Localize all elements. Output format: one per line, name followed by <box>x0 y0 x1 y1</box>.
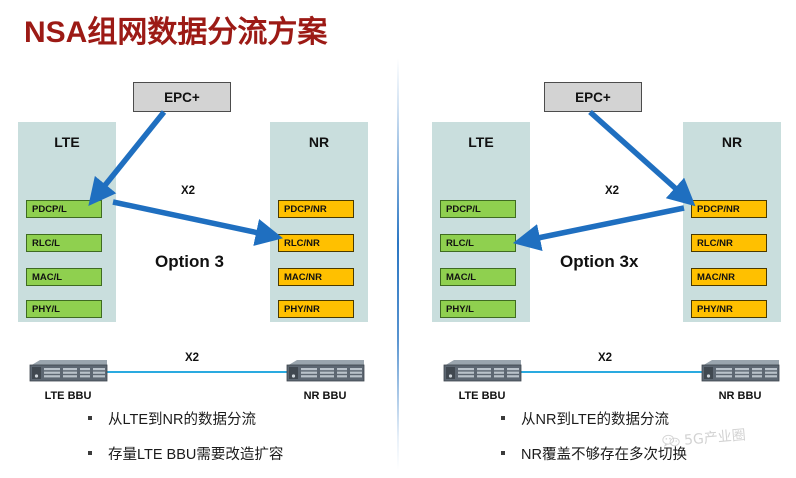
lte-layer-pdcp: PDCP/L <box>26 200 102 218</box>
nr-column-title: NR <box>721 134 743 150</box>
lte-layer-rlc: RLC/L <box>440 234 516 252</box>
bbu-x2-link <box>513 371 709 373</box>
nr-column-title: NR <box>308 134 330 150</box>
x2-label: X2 <box>181 185 196 197</box>
epc-box: EPC+ <box>544 82 642 112</box>
nr-layer-pdcp: PDCP/NR <box>691 200 767 218</box>
lte-layer-rlc: RLC/L <box>26 234 102 252</box>
bbu-chassis-icon <box>443 360 522 382</box>
nr-column: NR PDCP/NR RLC/NR MAC/NR PHY/NR <box>683 122 781 322</box>
lte-layer-pdcp: PDCP/L <box>440 200 516 218</box>
nr-layer-rlc: RLC/NR <box>691 234 767 252</box>
option-label: Option 3 <box>155 252 224 271</box>
list-item: 从NR到LTE的数据分流 <box>495 408 687 429</box>
panel-option3x: EPC+ LTE PDCP/L RLC/L MAC/L PHY/L NR PDC… <box>400 60 796 477</box>
nr-layer-rlc: RLC/NR <box>278 234 354 252</box>
lte-bbu-label: LTE BBU <box>458 390 506 402</box>
lte-column-title: LTE <box>468 134 494 150</box>
bbu-chassis-icon <box>29 360 108 382</box>
option-label: Option 3x <box>560 252 639 271</box>
lte-layer-mac: MAC/L <box>26 268 102 286</box>
list-item: NR覆盖不够存在多次切换 <box>495 443 687 464</box>
lte-bbu-label: LTE BBU <box>44 390 92 402</box>
list-item: 存量LTE BBU需要改造扩容 <box>82 443 283 464</box>
lte-column: LTE PDCP/L RLC/L MAC/L PHY/L <box>18 122 116 322</box>
lte-layer-phy: PHY/L <box>26 300 102 318</box>
bullet-list: 从NR到LTE的数据分流 NR覆盖不够存在多次切换 <box>495 408 687 478</box>
lte-layer-phy: PHY/L <box>440 300 516 318</box>
lte-bbu-unit: LTE BBU <box>28 358 108 402</box>
nr-layer-mac: MAC/NR <box>691 268 767 286</box>
nr-layer-phy: PHY/NR <box>278 300 354 318</box>
watermark: 5G产业圈 <box>661 424 746 451</box>
nr-bbu-label: NR BBU <box>718 390 762 402</box>
nr-layer-pdcp: PDCP/NR <box>278 200 354 218</box>
bbu-x2-label: X2 <box>185 352 200 364</box>
nr-bbu-label: NR BBU <box>303 390 347 402</box>
nr-column: NR PDCP/NR RLC/NR MAC/NR PHY/NR <box>270 122 368 322</box>
nr-bbu-unit: NR BBU <box>285 358 365 402</box>
panel-option3: EPC+ LTE PDCP/L RLC/L MAC/L PHY/L NR PDC… <box>0 60 396 477</box>
nr-bbu-unit: NR BBU <box>700 358 780 402</box>
x2-label: X2 <box>605 185 620 197</box>
lte-column: LTE PDCP/L RLC/L MAC/L PHY/L <box>432 122 530 322</box>
nr-layer-mac: MAC/NR <box>278 268 354 286</box>
page-title: NSA组网数据分流方案 <box>24 16 328 49</box>
wechat-icon <box>662 434 680 447</box>
lte-layer-mac: MAC/L <box>440 268 516 286</box>
epc-box: EPC+ <box>133 82 231 112</box>
lte-column-title: LTE <box>54 134 80 150</box>
lte-bbu-unit: LTE BBU <box>442 358 522 402</box>
bbu-chassis-icon <box>701 360 780 382</box>
nr-layer-phy: PHY/NR <box>691 300 767 318</box>
bbu-chassis-icon <box>286 360 365 382</box>
bbu-x2-link <box>100 371 292 373</box>
bbu-x2-label: X2 <box>598 352 613 364</box>
panel-divider <box>397 58 399 470</box>
bullet-list: 从LTE到NR的数据分流 存量LTE BBU需要改造扩容 <box>82 408 283 478</box>
list-item: 从LTE到NR的数据分流 <box>82 408 283 429</box>
